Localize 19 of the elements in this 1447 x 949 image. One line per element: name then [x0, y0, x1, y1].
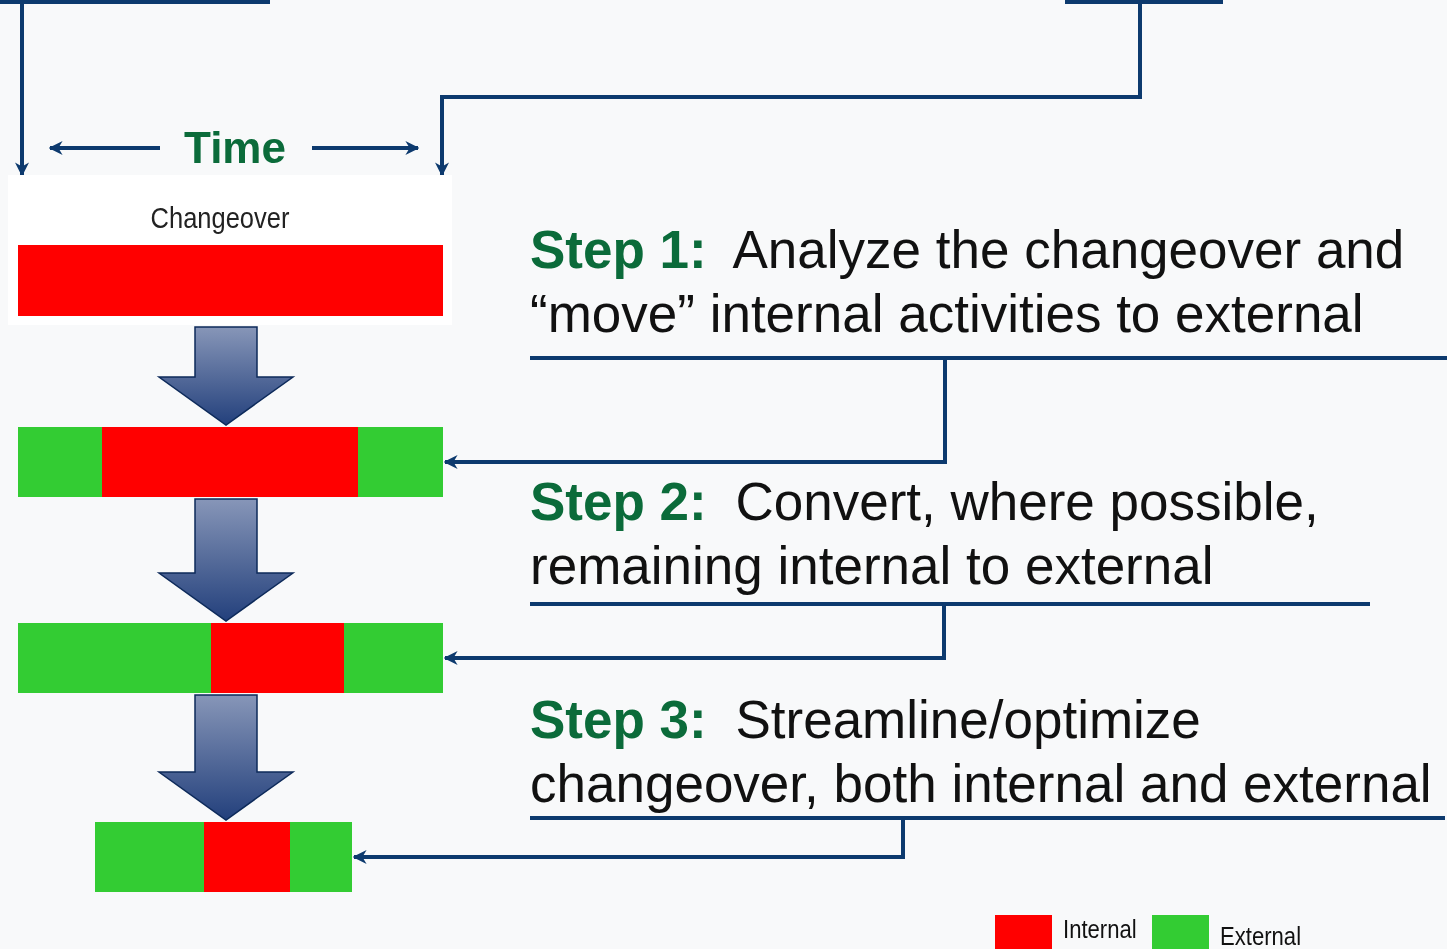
- arrow: [352, 820, 905, 864]
- step-text: Step 1: Analyze the changeover and “move” internal activities to external: [530, 218, 1447, 360]
- arrow: [443, 606, 946, 665]
- legend-label: External: [1220, 921, 1302, 949]
- time-bar: [95, 822, 352, 892]
- time-bar: [8, 175, 452, 325]
- block-arrow: [156, 326, 296, 426]
- block-arrow: [156, 498, 296, 622]
- legend-label: Internal: [1063, 914, 1137, 945]
- arrow: [443, 360, 947, 469]
- dimension-label: Changeover: [150, 201, 290, 235]
- time-bar: [18, 427, 443, 497]
- dimension-label: Time: [184, 123, 286, 173]
- block-arrow: [156, 694, 296, 821]
- step-text: Step 2: Convert, where possible, remaining internal to external: [530, 470, 1370, 606]
- arrow: [15, 4, 29, 177]
- step-text: Step 3: Streamline/optimize changeover, both internal and external: [530, 688, 1445, 820]
- time-bar: [18, 623, 443, 693]
- arrow: [435, 4, 1142, 177]
